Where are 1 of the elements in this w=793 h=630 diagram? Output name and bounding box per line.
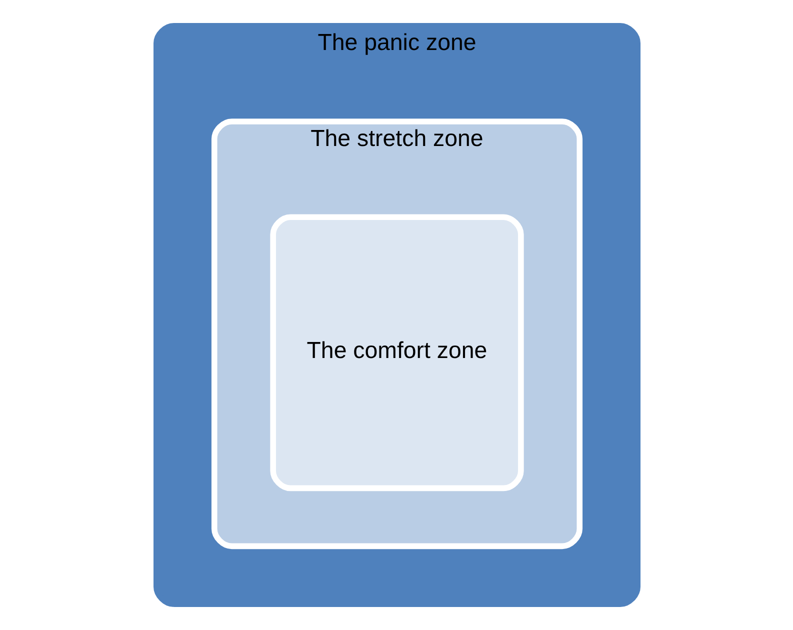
- node-box: The comfort zone: [270, 214, 524, 492]
